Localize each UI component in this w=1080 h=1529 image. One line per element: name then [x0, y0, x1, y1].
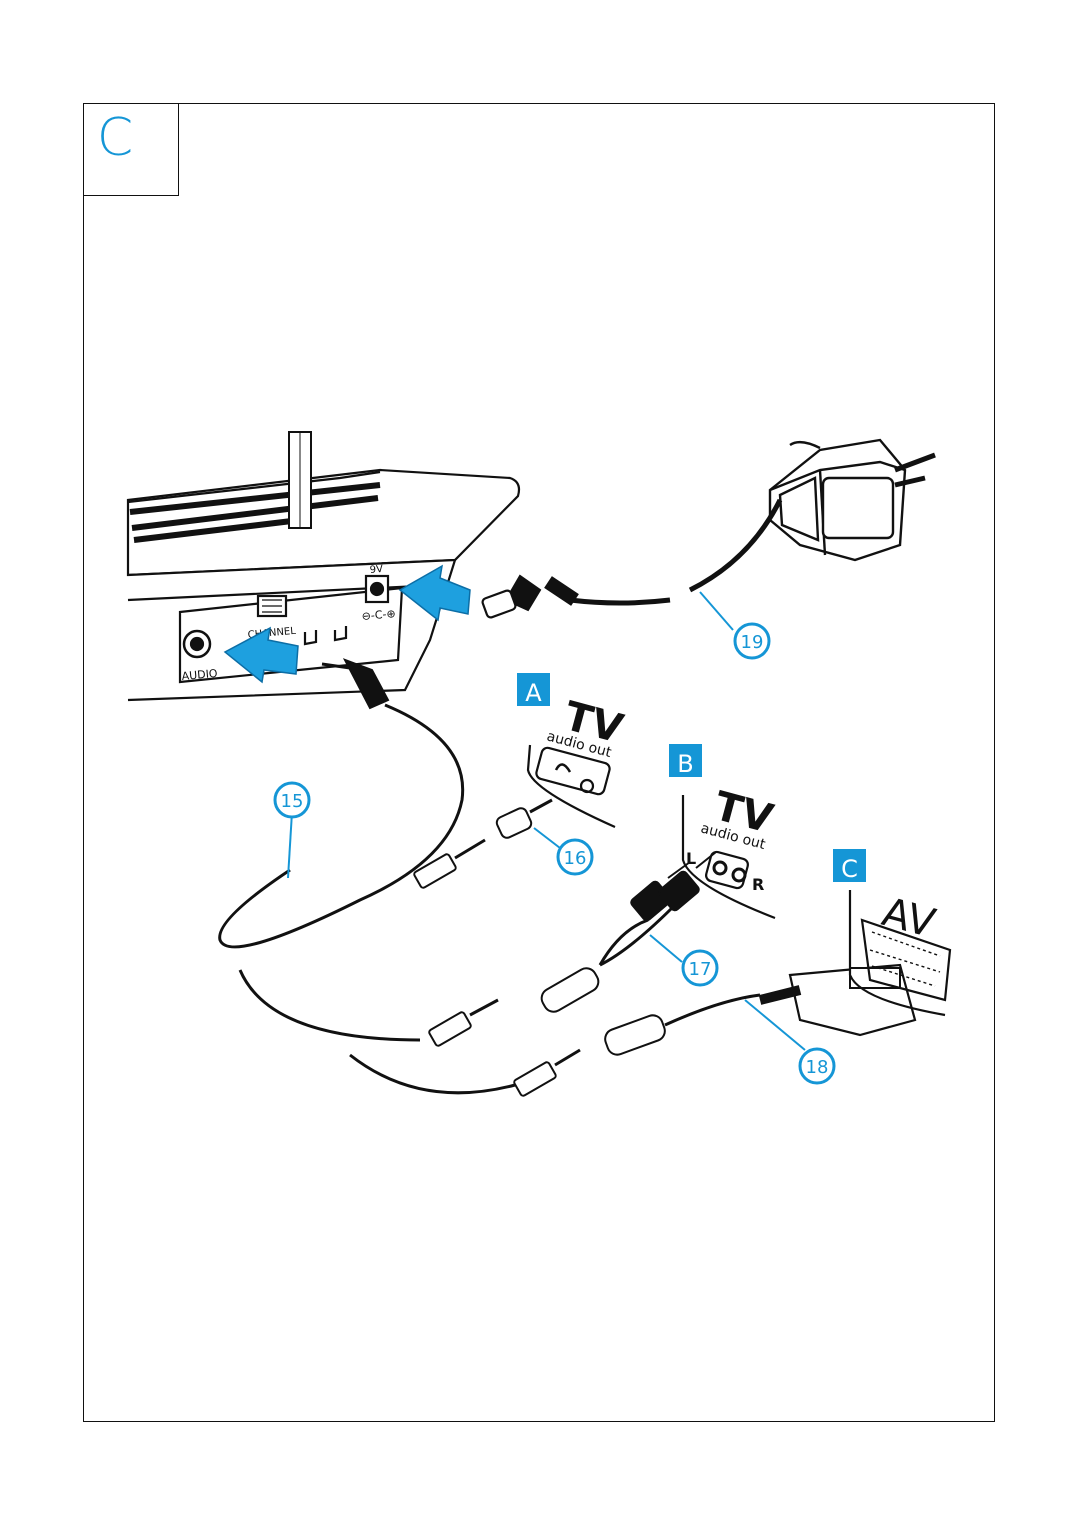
jack-plug: [413, 838, 486, 889]
callout-16: 16: [556, 838, 594, 876]
callout-leader-16: [533, 827, 561, 849]
voltage-label: 9V: [369, 564, 383, 576]
svg-text:18: 18: [806, 1057, 829, 1078]
callout-leader-15: [287, 811, 293, 879]
audio-port-label: AUDIO: [181, 667, 218, 683]
section-label-box: [83, 103, 179, 196]
callout-leader-17: [649, 934, 683, 963]
plug-in-arrow-audio: [223, 626, 299, 684]
base-station: [126, 431, 521, 702]
channel-left-label: L: [686, 849, 696, 868]
jack-plug: [513, 1048, 581, 1097]
svg-text:A: A: [525, 679, 542, 707]
option-badge-a: A: [517, 673, 550, 707]
option-badge-c: C: [833, 849, 866, 883]
audio-cable: [218, 658, 516, 1095]
plug-in-arrow-power: [398, 564, 471, 622]
power-cable: [481, 498, 783, 619]
callout-18: 18: [798, 1047, 836, 1085]
section-letter: C: [96, 108, 134, 168]
dc-power-port[interactable]: [364, 574, 390, 604]
svg-text:15: 15: [281, 791, 304, 812]
audio-jack[interactable]: [182, 629, 212, 659]
power-adapter: [768, 438, 936, 562]
callout-17: 17: [681, 949, 719, 987]
channel-right-label: R: [752, 875, 764, 894]
av-panel-c: [848, 890, 952, 1017]
polarity-label: ⊖-C-⊕: [361, 607, 396, 623]
callout-leader-18: [744, 999, 806, 1051]
vent-grille: [129, 482, 381, 543]
rca-y-cable: [540, 851, 717, 1013]
jack-plug: [428, 998, 499, 1047]
svg-text:19: 19: [741, 632, 764, 653]
callout-leader-19: [699, 591, 734, 631]
page-frame: [83, 103, 995, 1422]
svg-text:B: B: [677, 750, 693, 778]
svg-text:17: 17: [689, 959, 712, 980]
headphone-adapter: [495, 798, 553, 839]
tv-panel-b: [681, 795, 776, 920]
channel-switch[interactable]: [256, 594, 288, 618]
tv-panel-a: [526, 744, 616, 829]
callout-15: 15: [273, 781, 311, 819]
callout-19: 19: [733, 622, 771, 660]
scart-cable: [604, 963, 917, 1056]
option-badge-b: B: [669, 744, 702, 778]
svg-text:C: C: [841, 855, 858, 883]
svg-text:16: 16: [564, 848, 587, 869]
antenna: [288, 431, 312, 529]
device-label-c: AV: [877, 889, 940, 947]
